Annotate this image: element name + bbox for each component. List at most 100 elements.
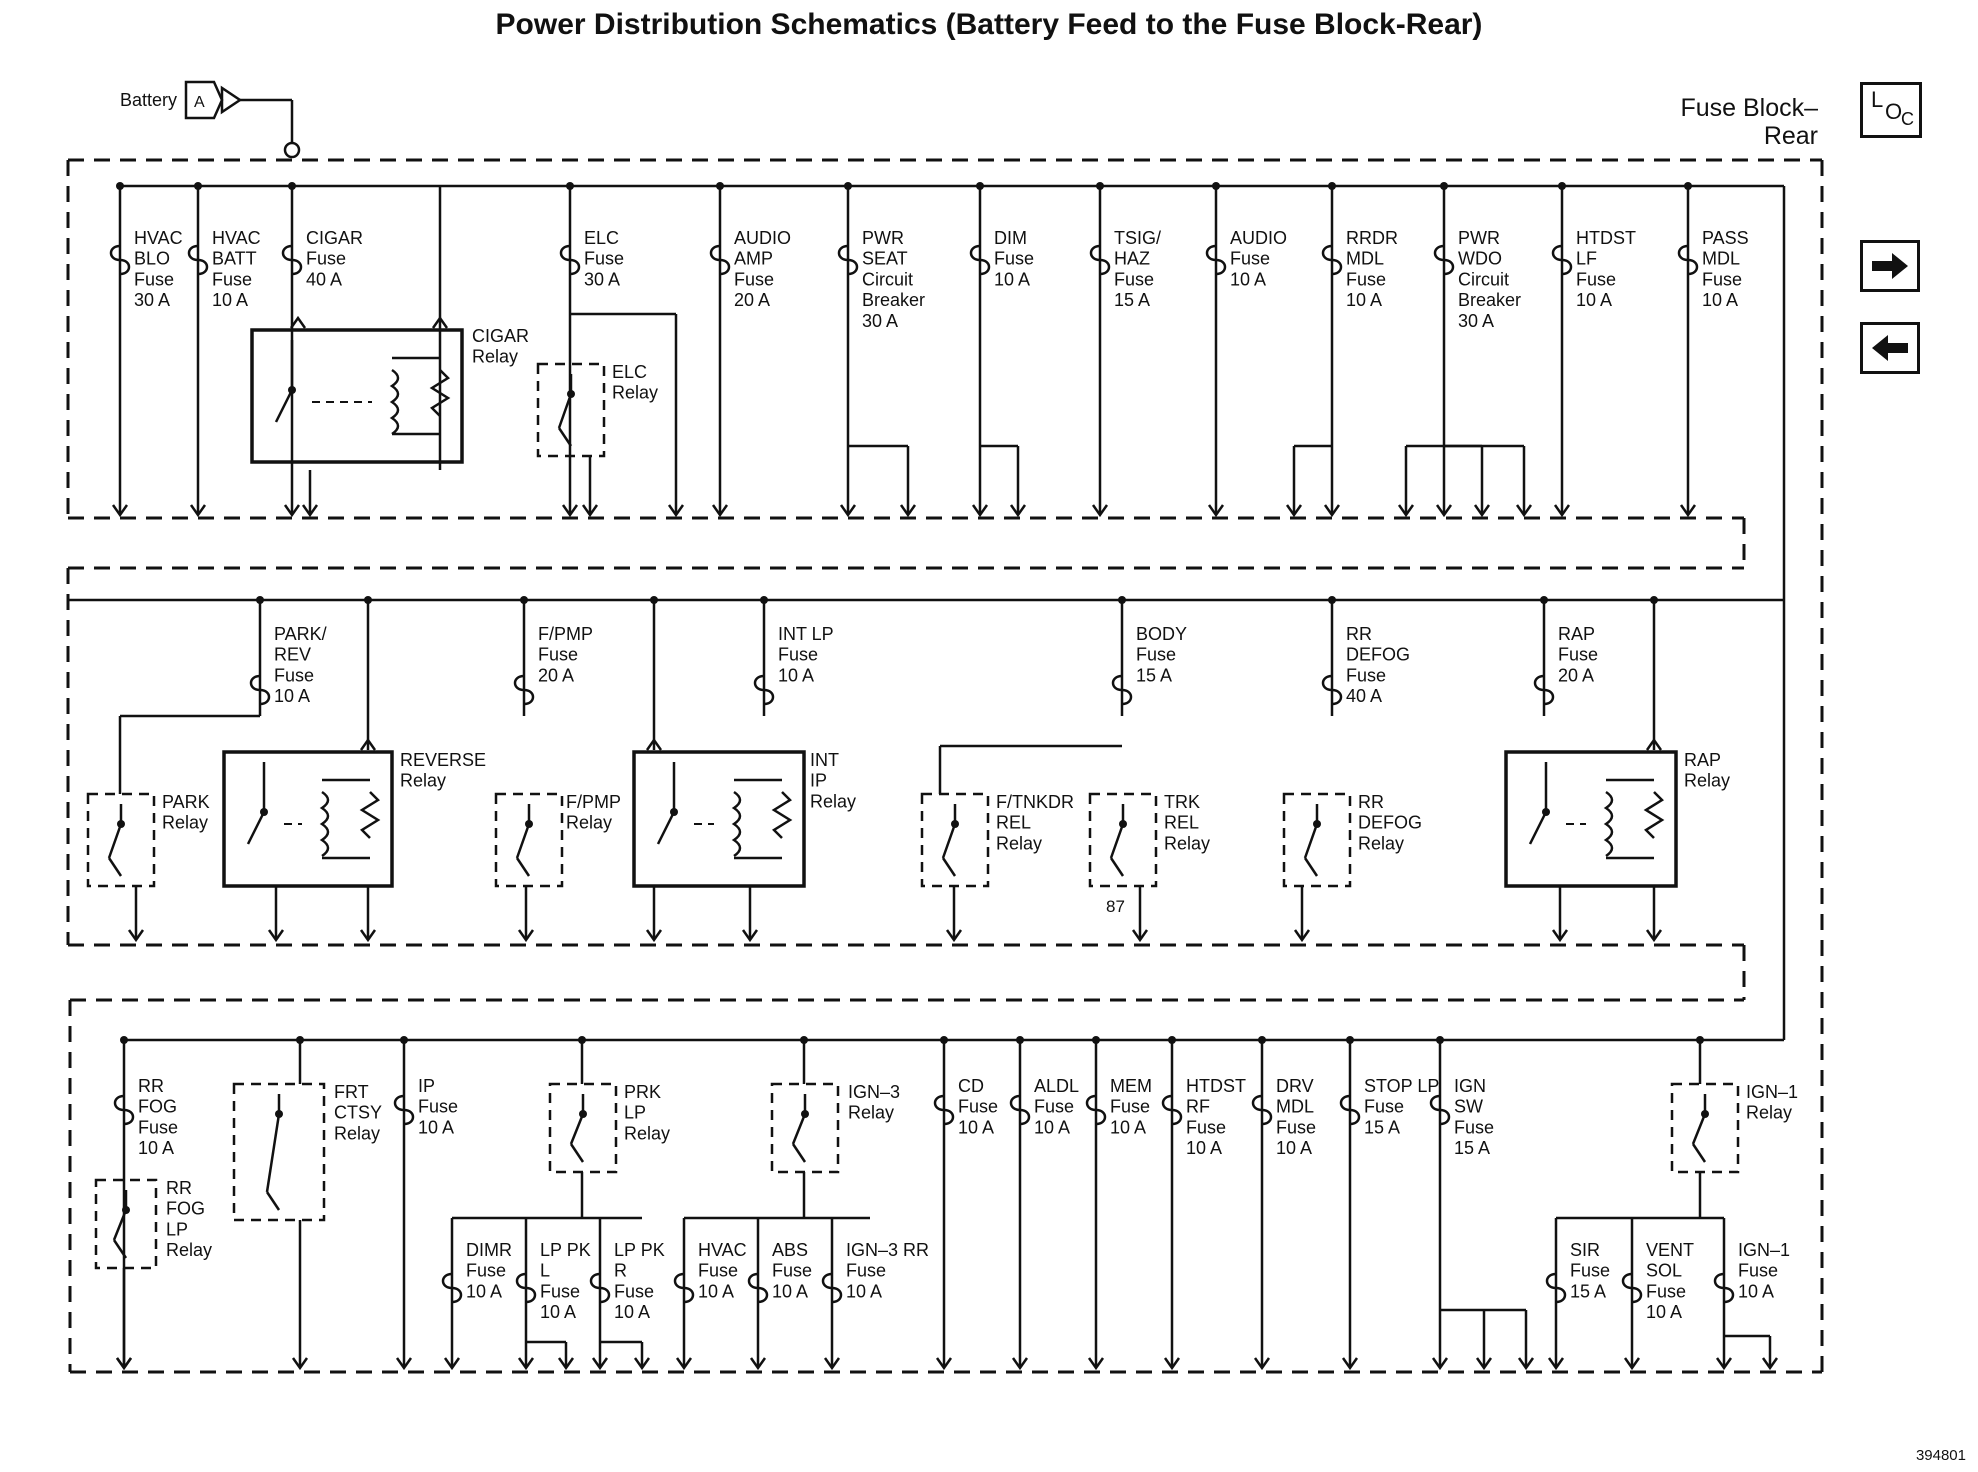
fuse-block-label-line1: Fuse Block– <box>1680 94 1818 122</box>
row1-arrow-10 <box>1435 504 1453 518</box>
row2-out-arrow-2 <box>359 929 377 943</box>
row2-relay-label-0-line: PARK <box>162 792 210 812</box>
row3-relay-label-1-line: CTSY <box>334 1103 382 1123</box>
park-relay-switch <box>107 823 123 859</box>
int-ip-relay-switch <box>656 811 676 845</box>
row1-arrow-7 <box>1091 504 1109 518</box>
sub-arrow-1 <box>517 1357 535 1371</box>
row2-relay-label-4-line: REL <box>996 813 1031 833</box>
ign3-relay-pivot <box>801 1110 809 1118</box>
sub-fuse-label-5-line: IGN–3 RR <box>846 1240 929 1260</box>
row1-fuse-label-5-line: SEAT <box>862 249 908 269</box>
sub-fuse-label-0-line: DIMR <box>466 1240 512 1260</box>
row3-relay-label-2-line: Relay <box>624 1123 670 1143</box>
row2-relay-label-3-line: INT <box>810 750 839 770</box>
row2-relay-label-6-line: RR <box>1358 792 1384 812</box>
row3-fuse-label-4-line: 10 A <box>1110 1117 1146 1137</box>
row1-fuse-6 <box>969 244 991 276</box>
row1-fuse-label-1-line: Fuse <box>212 269 252 289</box>
prev-page-button[interactable] <box>1860 322 1920 374</box>
row1-fuse-label-1-line: 10 A <box>212 290 248 310</box>
row3-relay-label-1-line: FRT <box>334 1082 369 1102</box>
cigar-relay-switch <box>274 389 294 423</box>
row2-out-arrow-7 <box>1131 929 1149 943</box>
row3-relay-node-0 <box>296 1036 304 1044</box>
int-ip-relay <box>632 750 806 888</box>
row1-fuse-label-6-line: DIM <box>994 228 1027 248</box>
row2-fuse-label-4-line: Fuse <box>1346 665 1386 685</box>
row2-relay-label-1-line: Relay <box>400 771 446 791</box>
row3-fuse-3 <box>1009 1094 1031 1126</box>
row3-node-1 <box>400 1036 408 1044</box>
cigar-relay-resistor <box>429 369 451 417</box>
row1-fuse-label-4-line: AUDIO <box>734 228 791 248</box>
row1-split-arrow-2 <box>1285 504 1303 518</box>
row1-fuse-4 <box>709 244 731 276</box>
battery-splice <box>283 141 301 159</box>
row1-fuse-label-0-line: Fuse <box>134 269 174 289</box>
row1-fuse-8 <box>1205 244 1227 276</box>
row1-cigar-up2 <box>431 315 449 329</box>
row3-relay-label-3-line: IGN–3 <box>848 1082 900 1102</box>
row1-split-arrow-3 <box>1397 504 1415 518</box>
row1-arrow-1 <box>189 504 207 518</box>
row1-fuse-label-9-line: Fuse <box>1346 269 1386 289</box>
row3-fuse-label-8-line: 15 A <box>1454 1138 1490 1158</box>
row3-fuse-label-0-line: Fuse <box>138 1117 178 1137</box>
row3-fuse-label-2-line: CD <box>958 1076 984 1096</box>
row3-node-2 <box>940 1036 948 1044</box>
sub-fuse-2 <box>589 1272 611 1304</box>
row2-fuse-label-1-line: 20 A <box>538 665 574 685</box>
rr-defog-relay <box>1282 792 1352 888</box>
row2-fuse-5 <box>1533 674 1555 706</box>
row1-arrow-2 <box>283 504 301 518</box>
pwr-wdo-arrow-1 <box>1515 504 1533 518</box>
sub-fuse-4 <box>747 1272 769 1304</box>
row3-relay-label-1-line: Relay <box>334 1123 380 1143</box>
row1-fuse-label-10-line: PWR <box>1458 228 1500 248</box>
sub-fuse-5 <box>821 1272 843 1304</box>
sub-fuse-label-5-line: 10 A <box>846 1281 882 1301</box>
loc-icon-o: O <box>1885 99 1903 124</box>
ign1-relay-switch <box>1691 1113 1707 1145</box>
next-page-button[interactable] <box>1860 240 1920 292</box>
row3-fuse-label-5-line: 10 A <box>1186 1138 1222 1158</box>
row1-fuse-9 <box>1321 244 1343 276</box>
terminal-87-label: 87 <box>1106 897 1125 916</box>
row1-fuse-label-2-line: 40 A <box>306 269 342 289</box>
row3-fuse-label-8-line: IGN <box>1454 1076 1486 1096</box>
row3-fuse-8 <box>1429 1094 1451 1126</box>
frt-ctsy-relay-pivot <box>275 1110 283 1118</box>
rap-relay-resistor <box>1643 791 1665 839</box>
row3-node-8 <box>1436 1036 1444 1044</box>
park-relay-leg <box>107 857 123 877</box>
row1-fuse-label-12-line: Fuse <box>1702 269 1742 289</box>
sub-fuse-label-0-line: Fuse <box>466 1261 506 1281</box>
row2-fuse-label-2-line: 10 A <box>778 665 814 685</box>
row2-fuse-4 <box>1321 674 1343 706</box>
row3-node-0 <box>120 1036 128 1044</box>
reverse-relay <box>222 750 394 888</box>
sub-fuse-label-3-line: HVAC <box>698 1240 747 1260</box>
row2-relay-label-7-line: Relay <box>1684 771 1730 791</box>
row1-fuse-5 <box>837 244 859 276</box>
ign1-relay <box>1670 1082 1740 1174</box>
row2-out-arrow-8 <box>1293 929 1311 943</box>
elc-relay-pivot <box>567 390 575 398</box>
loc-button[interactable]: L O C <box>1860 82 1922 138</box>
sub-fuse-3 <box>673 1272 695 1304</box>
row2-relay-label-0-line: Relay <box>162 813 208 833</box>
row1-fuse-10 <box>1433 244 1455 276</box>
